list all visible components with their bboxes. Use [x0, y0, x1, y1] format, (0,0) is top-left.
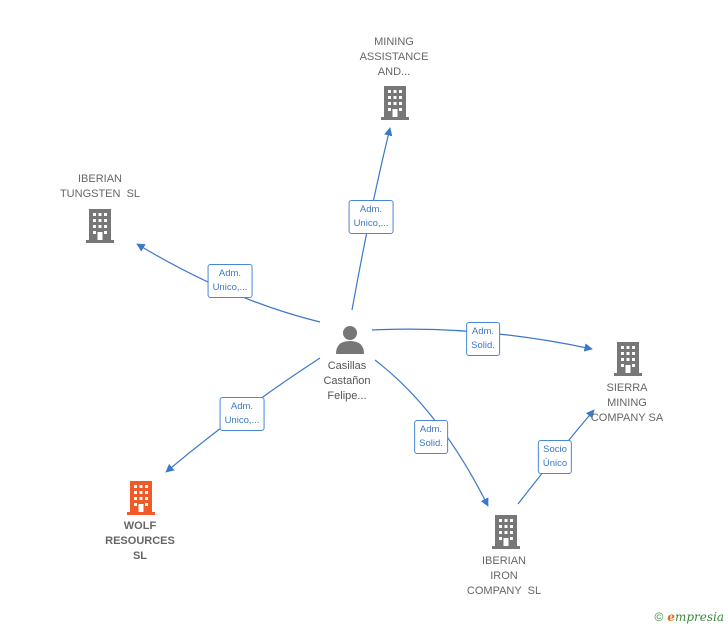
edge-label-iron-to-sierra[interactable]: Socio Único — [537, 440, 573, 474]
building-icon[interactable] — [86, 209, 114, 243]
edge-label-to-iberian-tungsten[interactable]: Adm. Unico,... — [207, 264, 253, 298]
copyright-icon: © — [654, 610, 664, 624]
empresia-logo[interactable]: ©empresia — [654, 610, 724, 624]
node-label-wolf-resources[interactable]: WOLF RESOURCES SL — [105, 520, 175, 562]
node-label-mining-assistance[interactable]: MINING ASSISTANCE AND... — [359, 36, 429, 78]
node-label-casillas[interactable]: Casillas Castañon Felipe... — [323, 360, 371, 402]
building-icon[interactable] — [381, 86, 409, 120]
node-label-sierra-mining[interactable]: SIERRA MINING COMPANY SA — [590, 382, 664, 424]
edge-label-to-wolf-resources[interactable]: Adm. Unico,... — [219, 397, 265, 431]
building-icon[interactable] — [127, 481, 155, 515]
person-icon[interactable] — [336, 326, 364, 354]
building-icon[interactable] — [614, 342, 642, 376]
node-label-iberian-iron[interactable]: IBERIAN IRON COMPANY SL — [466, 555, 542, 597]
edge-label-to-mining-assistance[interactable]: Adm. Unico,... — [348, 200, 394, 234]
edge-label-to-iberian-iron[interactable]: Adm. Solid. — [414, 420, 448, 454]
node-label-iberian-tungsten[interactable]: IBERIAN TUNGSTEN SL — [59, 173, 141, 200]
building-icon[interactable] — [492, 515, 520, 549]
edge-label-to-sierra-mining[interactable]: Adm. Solid. — [466, 322, 500, 356]
